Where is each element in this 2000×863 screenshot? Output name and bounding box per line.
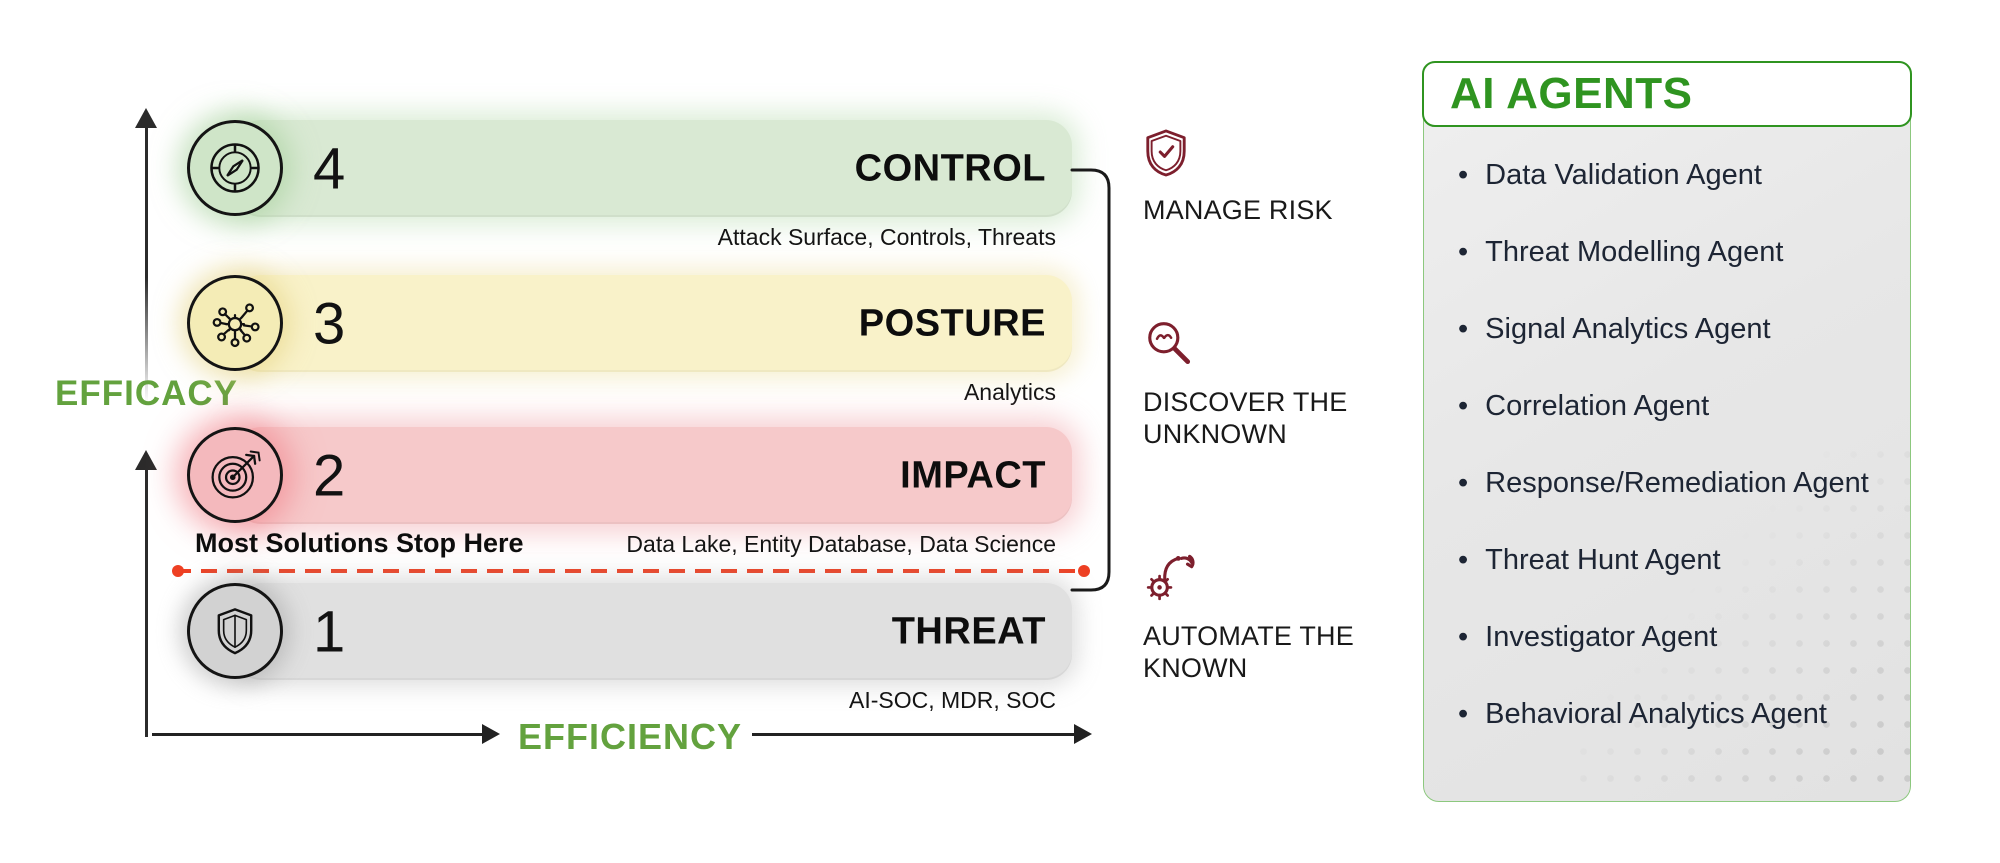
list-item: • Behavioral Analytics Agent [1458, 696, 1890, 732]
list-item: • Correlation Agent [1458, 388, 1890, 424]
level-sublabel: Attack Surface, Controls, Threats [717, 224, 1056, 250]
efficiency-axis-label: EFFICIENCY [518, 716, 743, 757]
level-sublabel: Data Lake, Entity Database, Data Science [626, 531, 1056, 557]
agent-name: Investigator Agent [1485, 621, 1718, 653]
annotation-discover-unknown: DISCOVER THE UNKNOWN [1143, 318, 1347, 451]
shield-icon [187, 583, 283, 679]
annotation-line: UNKNOWN [1143, 418, 1287, 449]
list-item: • Signal Analytics Agent [1458, 311, 1890, 347]
stop-here-dashed-line [172, 565, 1090, 577]
posture-bar: 3 POSTURE [187, 275, 1072, 372]
bullet-icon: • [1458, 313, 1469, 345]
shield-check-icon [1143, 128, 1333, 183]
level-sublabel: Analytics [963, 379, 1056, 405]
level-label: THREAT [891, 610, 1046, 652]
maturity-row-control: 4 CONTROL Attack Surface, Controls, Thre… [187, 120, 1072, 250]
level-label: IMPACT [900, 454, 1046, 496]
target-icon [187, 427, 283, 523]
list-item: • Investigator Agent [1458, 619, 1890, 655]
annotation-line: MANAGE RISK [1143, 195, 1333, 225]
ai-agents-panel: AI AGENTS • Data Validation Agent • Threat… [1422, 61, 1912, 802]
control-bar: 4 CONTROL [187, 120, 1072, 217]
ai-agents-header: AI AGENTS [1422, 61, 1912, 127]
annotation-line: DISCOVER THE [1143, 387, 1348, 417]
agent-list: • Data Validation Agent • Threat Modelling… [1458, 157, 1890, 773]
impact-bar: 2 IMPACT [187, 427, 1072, 524]
maturity-row-posture: 3 POSTURE Analytics [187, 275, 1072, 405]
arrow-up-icon [135, 450, 157, 470]
list-item: • Response/Remediation Agent [1458, 465, 1890, 501]
agent-name: Data Validation Agent [1485, 159, 1762, 191]
annotation-automate-known: AUTOMATE THE KNOWN [1143, 546, 1354, 685]
ai-agents-title: AI AGENTS [1450, 69, 1693, 118]
bullet-icon: • [1458, 159, 1469, 191]
level-label: POSTURE [858, 302, 1046, 344]
levels-bracket [1070, 168, 1111, 592]
level-number: 3 [313, 291, 346, 356]
agent-name: Threat Modelling Agent [1485, 236, 1784, 268]
efficacy-arrow-top [132, 108, 162, 403]
annotation-manage-risk: MANAGE RISK [1143, 128, 1333, 227]
bullet-icon: • [1458, 236, 1469, 268]
threat-bar: 1 THREAT [187, 583, 1072, 680]
arrow-up-icon [135, 108, 157, 128]
bullet-icon: • [1458, 544, 1469, 576]
level-number: 2 [313, 443, 346, 508]
agent-name: Response/Remediation Agent [1485, 467, 1869, 499]
efficiency-axis-segment [752, 733, 1074, 736]
agent-name: Correlation Agent [1485, 390, 1710, 422]
annotation-line: AUTOMATE THE [1143, 621, 1354, 651]
list-item: • Threat Modelling Agent [1458, 234, 1890, 270]
bullet-icon: • [1458, 621, 1469, 653]
most-solutions-stop-here-label: Most Solutions Stop Here [195, 528, 524, 558]
level-number: 1 [313, 599, 346, 664]
level-sublabel: AI-SOC, MDR, SOC [848, 687, 1056, 713]
annotation-line: KNOWN [1143, 652, 1248, 683]
maturity-row-impact: 2 IMPACT Data Lake, Entity Database, Dat… [187, 427, 1072, 557]
arrow-right-icon [1074, 724, 1092, 744]
level-label: CONTROL [854, 147, 1046, 189]
list-item: • Threat Hunt Agent [1458, 542, 1890, 578]
bullet-icon: • [1458, 467, 1469, 499]
compass-icon [187, 120, 283, 216]
arrow-right-icon [482, 724, 500, 744]
agent-name: Behavioral Analytics Agent [1485, 698, 1827, 730]
level-number: 4 [313, 136, 346, 201]
efficacy-axis-label: EFFICACY [55, 374, 238, 413]
gear-network-icon [187, 275, 283, 371]
agent-name: Threat Hunt Agent [1485, 544, 1721, 576]
magnifier-icon [1143, 318, 1347, 375]
bullet-icon: • [1458, 390, 1469, 422]
list-item: • Data Validation Agent [1458, 157, 1890, 193]
efficiency-axis-segment [152, 733, 482, 736]
bullet-icon: • [1458, 698, 1469, 730]
robot-arm-gear-icon [1143, 546, 1354, 609]
agent-name: Signal Analytics Agent [1485, 313, 1771, 345]
maturity-row-threat: 1 THREAT AI-SOC, MDR, SOC [187, 583, 1072, 713]
efficacy-arrow-bottom [132, 450, 162, 737]
halftone-dots-decoration [1570, 441, 1910, 801]
